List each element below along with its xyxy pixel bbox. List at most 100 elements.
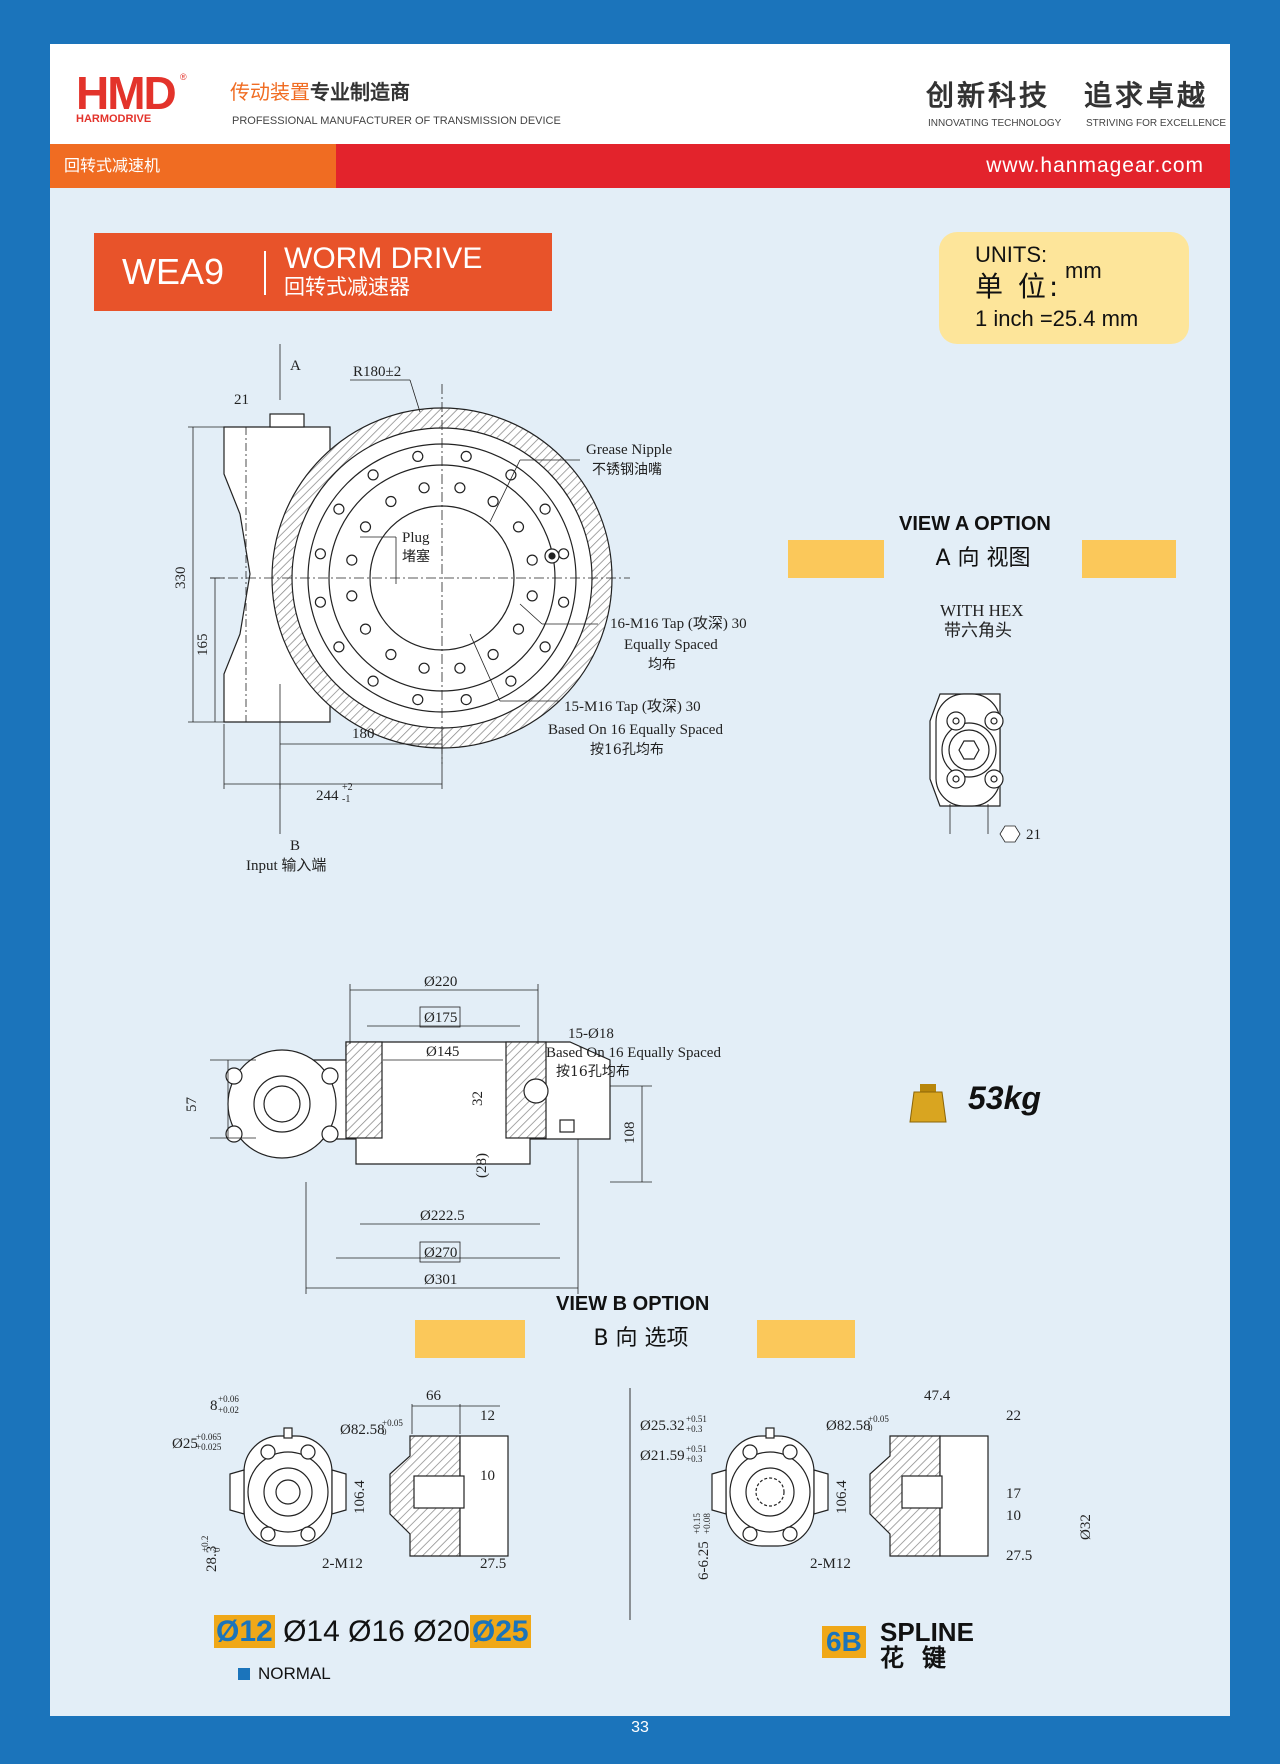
label-108: 108: [622, 1122, 638, 1145]
bolt-hole: [418, 482, 430, 494]
slogan-right-cn: 追求卓越: [1084, 79, 1209, 112]
label-b: B: [290, 838, 300, 854]
units-label-en: UNITS:: [975, 242, 1048, 267]
bolt-hole: [359, 623, 372, 635]
bolt-hole: [505, 469, 517, 481]
bolt-hole: [346, 554, 358, 566]
label-d2225: Ø222.5: [420, 1208, 465, 1224]
label-tap16-1: 16-M16 Tap (攻深) 30: [610, 615, 747, 632]
normal-legend-label: NORMAL: [258, 1664, 331, 1683]
label-tap15-2: Based On 16 Equally Spaced: [548, 722, 723, 738]
label-radius: R180±2: [353, 364, 401, 380]
label-tap15-1: 15-M16 Tap (攻深) 30: [564, 698, 701, 715]
label-r-pilot-dn: 0: [868, 1423, 873, 1433]
label-d301: Ø301: [424, 1272, 457, 1288]
website-link[interactable]: www.hanmagear.com: [986, 154, 1204, 177]
view-b-right-drawing: [711, 1427, 989, 1557]
bolt-hole: [454, 662, 466, 674]
bolt-hole: [367, 675, 379, 687]
label-d270: Ø270: [424, 1245, 457, 1261]
bolt-hole: [367, 469, 379, 481]
view-b-title: VIEW B OPTION: [556, 1293, 710, 1315]
model-code: WEA9: [122, 251, 225, 292]
model-name-cn: 回转式减速器: [284, 275, 410, 299]
label-r-10: 10: [1006, 1508, 1021, 1524]
spline-label-en: SPLINE: [880, 1617, 974, 1647]
label-plug-cn: 堵塞: [402, 548, 430, 565]
label-l-key: 8: [210, 1398, 218, 1414]
label-holes-2: Based On 16 Equally Spaced: [546, 1045, 721, 1061]
label-l-106: 106.4: [352, 1480, 368, 1514]
bolt-hole: [526, 554, 538, 566]
label-r-d2: Ø21.59: [640, 1448, 685, 1464]
label-r-22: 22: [1006, 1408, 1021, 1424]
category-bar-red: www.hanmagear.com: [336, 144, 1230, 188]
label-244: 244: [316, 788, 339, 804]
label-l-66: 66: [426, 1388, 442, 1404]
label-244-tol-up: +2: [342, 782, 353, 793]
view-b-left-labels: 8 +0.06 +0.02 Ø25 +0.065 +0.025 Ø82.58 +…: [172, 1388, 506, 1572]
brand-logo: HMD HARMODRIVE: [76, 70, 184, 130]
size-12: Ø12: [214, 1615, 275, 1648]
label-r-d1-dn: +0.3: [686, 1424, 703, 1434]
label-holes-3: 按16孔均布: [556, 1064, 630, 1080]
category-bar: 回转式减速机 www.hanmagear.com: [50, 144, 1230, 188]
label-r-17: 17: [1006, 1486, 1022, 1502]
label-244-tol-dn: -1: [342, 794, 350, 805]
category-bar-orange: 回转式减速机: [50, 144, 336, 188]
bolt-hole: [557, 596, 570, 608]
view-b-right-labels: Ø25.32 +0.51 +0.3 Ø21.59 +0.51 +0.3 Ø82.…: [640, 1388, 1094, 1580]
bolt-hole: [512, 521, 525, 533]
label-r-275: 27.5: [1006, 1548, 1032, 1564]
label-r-106: 106.4: [834, 1480, 850, 1514]
label-r-pilot: Ø82.58: [826, 1418, 871, 1434]
outer-bolt-holes: [314, 450, 570, 706]
label-165: 165: [195, 634, 211, 657]
model-name-en: WORM DRIVE: [284, 242, 483, 275]
tagline-orange: 传动装置: [230, 80, 310, 104]
normal-legend-swatch: [238, 1668, 250, 1680]
label-grease-en: Grease Nipple: [586, 442, 673, 458]
label-d175: Ø175: [424, 1010, 457, 1026]
units-box: UNITS: 单 位: mm 1 inch =25.4 mm: [939, 232, 1189, 344]
bolt-hole: [557, 548, 570, 560]
view-b-left-drawing: [229, 1404, 509, 1557]
bolt-hole: [385, 648, 397, 661]
label-r-6-dn: +0.08: [702, 1513, 712, 1534]
bolt-hole: [460, 450, 472, 462]
label-330: 330: [173, 567, 189, 590]
bolt-hole: [505, 675, 517, 687]
bolt-hole: [539, 503, 551, 515]
bolt-hole: [512, 623, 525, 635]
size-25: Ø25: [469, 1615, 531, 1648]
registered-mark: ®: [180, 72, 187, 82]
label-plug-en: Plug: [402, 530, 430, 546]
label-r-d1: Ø25.32: [640, 1418, 685, 1434]
label-r-d2-dn: +0.3: [686, 1454, 703, 1464]
label-r-6-up: +0.15: [692, 1513, 702, 1534]
label-l-shaft-up: +0.065: [196, 1432, 222, 1442]
tagline-cn: 传动装置专业制造商: [230, 80, 410, 104]
bolt-hole: [526, 590, 538, 602]
bolt-hole: [333, 641, 345, 653]
bolt-hole: [454, 482, 466, 494]
view-a-title: VIEW A OPTION: [899, 513, 1051, 535]
label-57: 57: [184, 1097, 200, 1113]
bolt-hole: [359, 521, 372, 533]
size-16: Ø16: [348, 1615, 405, 1648]
size-14: Ø14: [283, 1615, 340, 1648]
bolt-hole: [539, 641, 551, 653]
label-hex-21: 21: [234, 392, 249, 408]
spline-label-cn: 花键: [880, 1644, 964, 1672]
model-divider: [264, 251, 266, 295]
bolt-hole: [385, 495, 397, 508]
label-180: 180: [352, 726, 375, 742]
view-a-subtitle: A 向 视图: [884, 540, 1082, 578]
model-banner: WEA9 WORM DRIVE 回转式减速器: [94, 233, 552, 311]
bolt-hole: [487, 648, 499, 661]
side-section-drawing: [210, 984, 652, 1294]
units-label-cn: 单 位:: [975, 270, 1062, 303]
label-l-pilot-dn: 0: [382, 1427, 387, 1437]
label-l-12: 12: [480, 1408, 495, 1424]
view-a-bar: A 向 视图: [788, 540, 1176, 578]
